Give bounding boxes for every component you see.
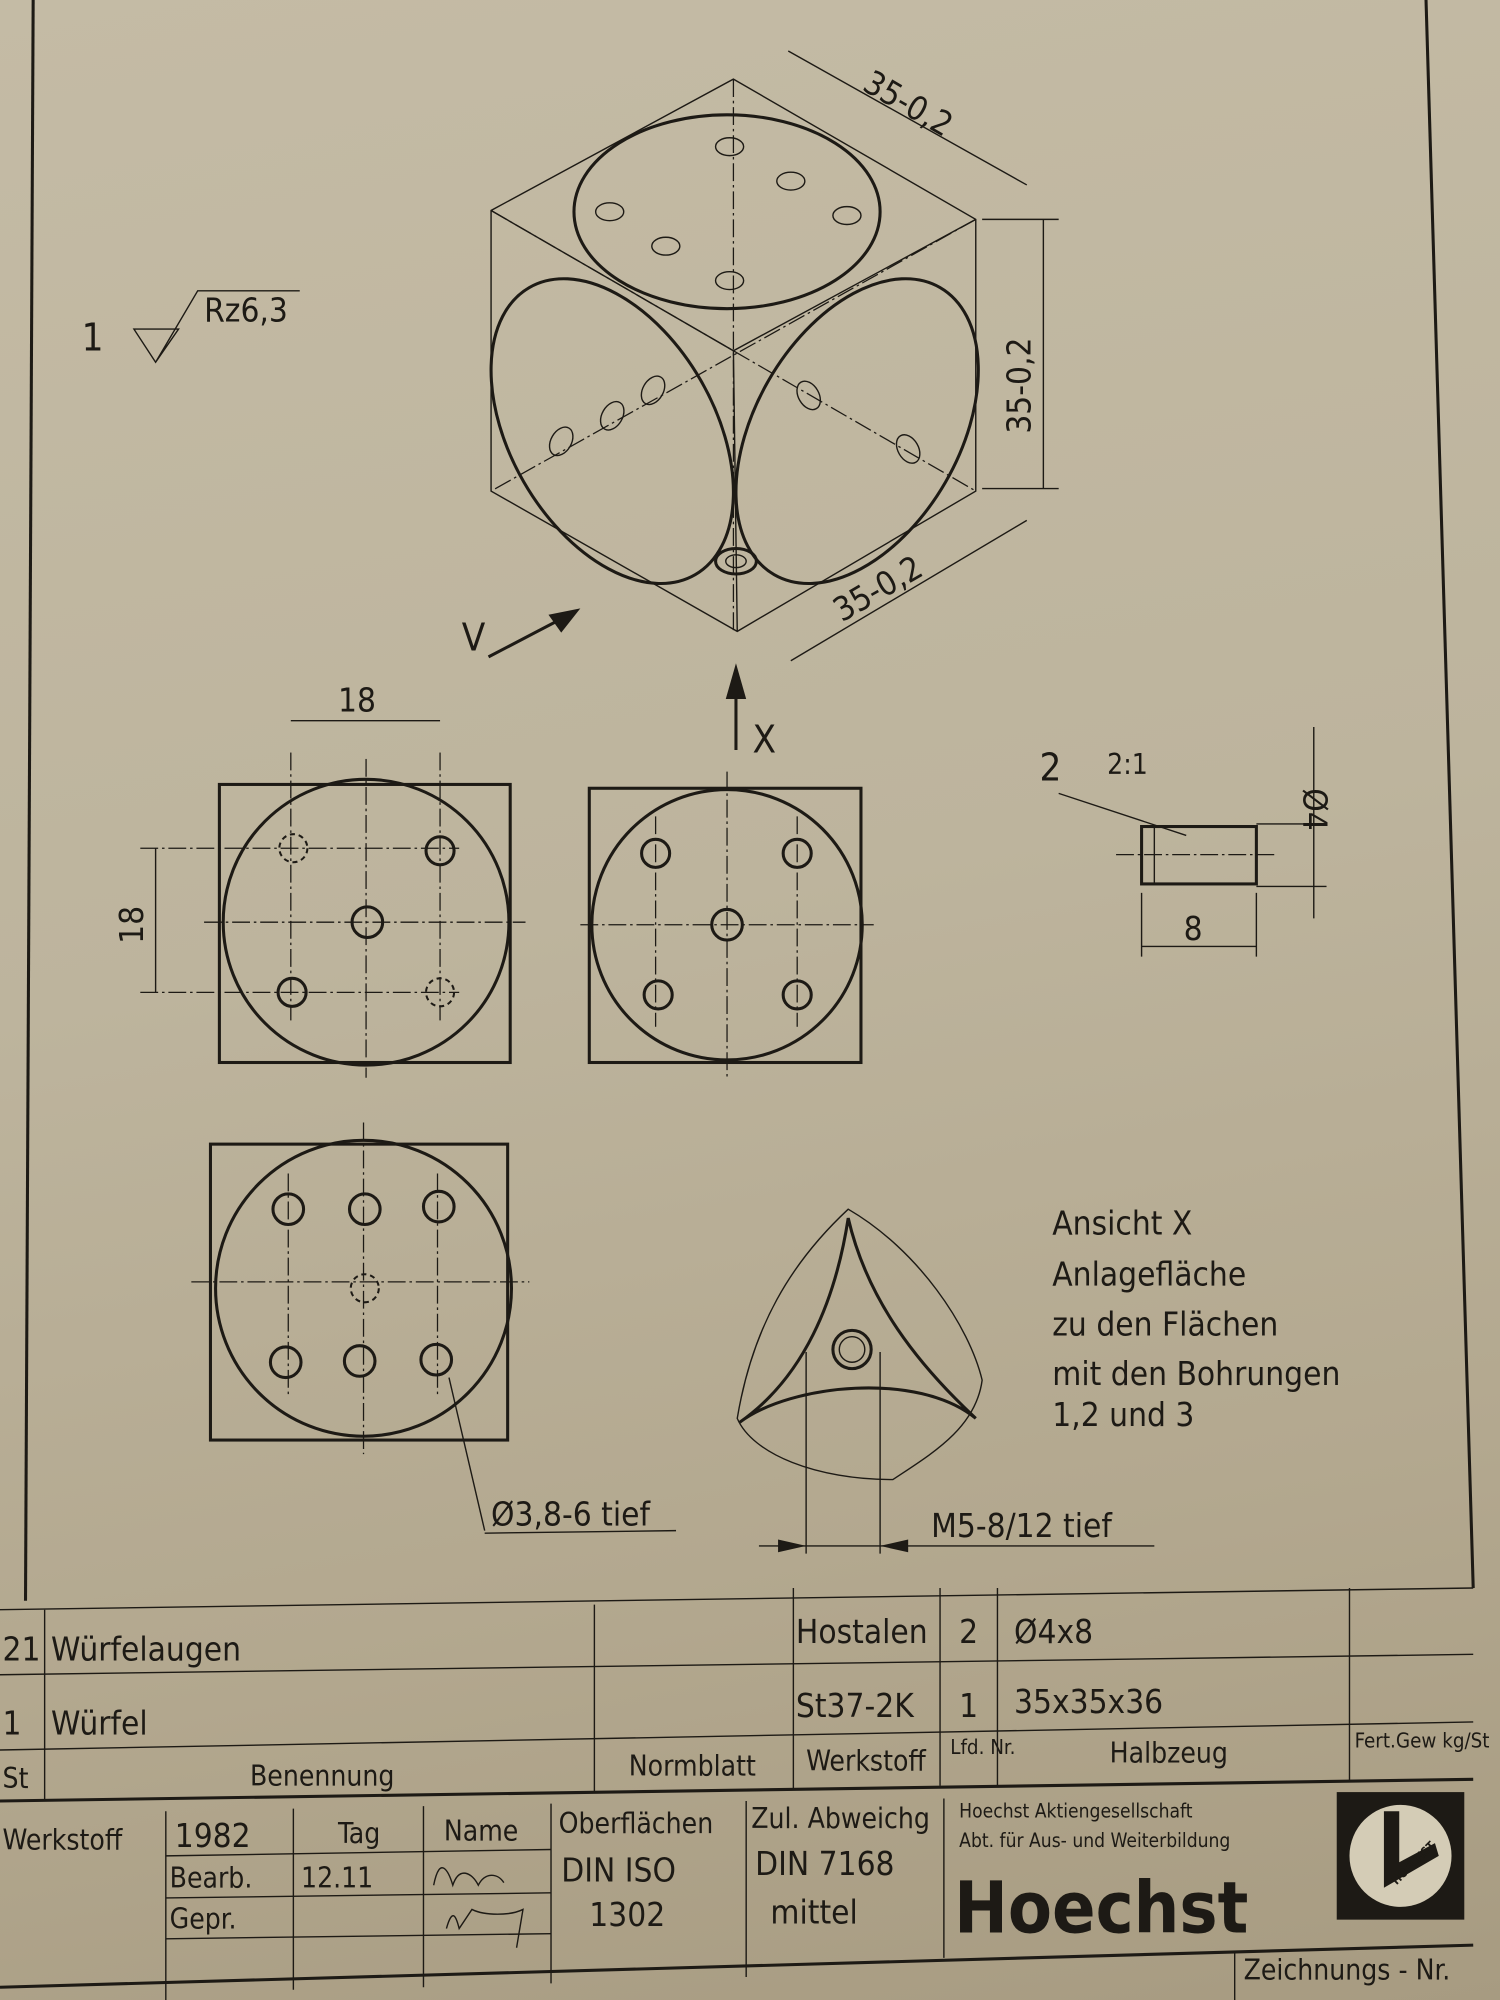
svg-text:Benennung: Benennung [250, 1760, 394, 1793]
left-face-pips [548, 375, 666, 457]
svg-text:2: 2 [1040, 746, 1062, 791]
svg-text:Zul. Abweichg: Zul. Abweichg [751, 1802, 930, 1835]
cube-dimension-top: 35-0,2 [787, 50, 1028, 186]
svg-text:Ø4x8: Ø4x8 [1014, 1612, 1093, 1651]
svg-text:Werkstoff: Werkstoff [806, 1744, 926, 1777]
hoechst-logo: HOECHST [1336, 1792, 1465, 1920]
view-x-note: Ansicht X Anlagefläche zu den Flächen mi… [1052, 1204, 1340, 1434]
parts-row: 21 Würfelaugen Hostalen 2 Ø4x8 [3, 1612, 1094, 1669]
view-arrow-x: X [725, 663, 777, 763]
svg-text:Hoechst Aktiengesellschaft: Hoechst Aktiengesellschaft [959, 1800, 1193, 1823]
top-face-pips [594, 137, 862, 291]
svg-text:mit den Bohrungen: mit den Bohrungen [1052, 1354, 1340, 1393]
svg-text:1: 1 [82, 316, 104, 361]
svg-text:Ø3,8-6 tief: Ø3,8-6 tief [491, 1495, 651, 1534]
svg-text:21: 21 [3, 1630, 41, 1669]
svg-text:35x35x36: 35x35x36 [1014, 1682, 1163, 1721]
svg-text:Name: Name [444, 1815, 518, 1848]
svg-text:Fert.Gew kg/St: Fert.Gew kg/St [1355, 1728, 1490, 1752]
svg-text:DIN ISO: DIN ISO [561, 1850, 676, 1889]
parts-list: 21 Würfelaugen Hostalen 2 Ø4x8 1 Würfel … [0, 1587, 1490, 1803]
svg-text:M5-8/12 tief: M5-8/12 tief [931, 1506, 1113, 1545]
svg-text:1302: 1302 [589, 1895, 665, 1934]
svg-text:18: 18 [338, 681, 376, 720]
svg-text:St: St [3, 1762, 29, 1795]
svg-text:35-0,2: 35-0,2 [857, 62, 960, 144]
svg-text:Rz6,3: Rz6,3 [204, 290, 288, 329]
svg-text:2:1: 2:1 [1107, 748, 1148, 781]
svg-text:Oberflächen: Oberflächen [559, 1807, 714, 1840]
frame-left [23, 0, 35, 1601]
pin-detail-view: 2 2:1 Ø4 8 [1040, 727, 1335, 957]
frame-right [1424, 0, 1475, 1589]
cube-dimension-right: 35-0,2 [982, 218, 1059, 490]
svg-text:V: V [462, 616, 486, 661]
svg-text:Werkstoff: Werkstoff [3, 1823, 123, 1856]
view-face-six: Ø3,8-6 tief [191, 1122, 677, 1534]
svg-text:Bearb.: Bearb. [170, 1862, 253, 1895]
svg-text:1: 1 [3, 1704, 22, 1743]
svg-text:DIN 7168: DIN 7168 [755, 1844, 894, 1883]
svg-text:18: 18 [112, 906, 151, 944]
view-corner-detail: M5-8/12 tief [736, 1208, 1155, 1554]
svg-text:Ansicht X: Ansicht X [1052, 1204, 1192, 1243]
svg-text:St37-2K: St37-2K [796, 1686, 915, 1725]
svg-text:Zeichnungs - Nr.: Zeichnungs - Nr. [1244, 1954, 1451, 1987]
svg-text:35-0,2: 35-0,2 [1000, 338, 1039, 434]
svg-text:mittel: mittel [770, 1892, 857, 1931]
svg-text:Abt. für Aus- und Weiterbildun: Abt. für Aus- und Weiterbildung [959, 1829, 1230, 1852]
svg-text:zu den Flächen: zu den Flächen [1052, 1304, 1278, 1343]
right-face-pips [796, 380, 921, 464]
svg-text:Tag: Tag [337, 1817, 380, 1850]
svg-text:X: X [753, 718, 777, 763]
svg-text:Anlagefläche: Anlagefläche [1052, 1255, 1246, 1294]
title-block: Werkstoff 1982 Tag Name Bearb. 12.11 Gep… [0, 1792, 1474, 2000]
svg-text:Würfelaugen: Würfelaugen [51, 1630, 241, 1669]
svg-text:2: 2 [959, 1612, 978, 1651]
signature-checked [445, 1908, 524, 1948]
cube-dimension-bottom: 35-0,2 [790, 519, 1028, 662]
svg-text:8: 8 [1184, 909, 1203, 948]
view-face-x [580, 771, 874, 1078]
svg-text:1982: 1982 [175, 1816, 251, 1855]
view-arrow-v: V [462, 608, 581, 661]
svg-text:Gepr.: Gepr. [170, 1903, 237, 1936]
svg-text:Lfd. Nr.: Lfd. Nr. [950, 1735, 1015, 1759]
svg-text:Ø4: Ø4 [1296, 788, 1335, 830]
svg-text:Würfel: Würfel [51, 1704, 148, 1743]
svg-text:Hostalen: Hostalen [796, 1612, 928, 1651]
svg-text:Normblatt: Normblatt [629, 1750, 756, 1783]
parts-list-header: St Benennung Normblatt Werkstoff Lfd. Nr… [3, 1728, 1490, 1795]
svg-text:1,2 und 3: 1,2 und 3 [1052, 1395, 1194, 1434]
svg-text:Halbzeug: Halbzeug [1110, 1737, 1228, 1770]
parts-row: 1 Würfel St37-2K 1 35x35x36 [3, 1682, 1164, 1743]
signature-drawn [432, 1867, 505, 1888]
isometric-cube-view [489, 78, 980, 633]
svg-text:1: 1 [959, 1686, 978, 1725]
surface-finish-symbol: 1 Rz6,3 [82, 290, 300, 364]
view-face-five: 18 18 [112, 681, 526, 1078]
svg-text:12.11: 12.11 [301, 1862, 373, 1895]
company-wordmark: Hoechst [954, 1866, 1248, 1949]
